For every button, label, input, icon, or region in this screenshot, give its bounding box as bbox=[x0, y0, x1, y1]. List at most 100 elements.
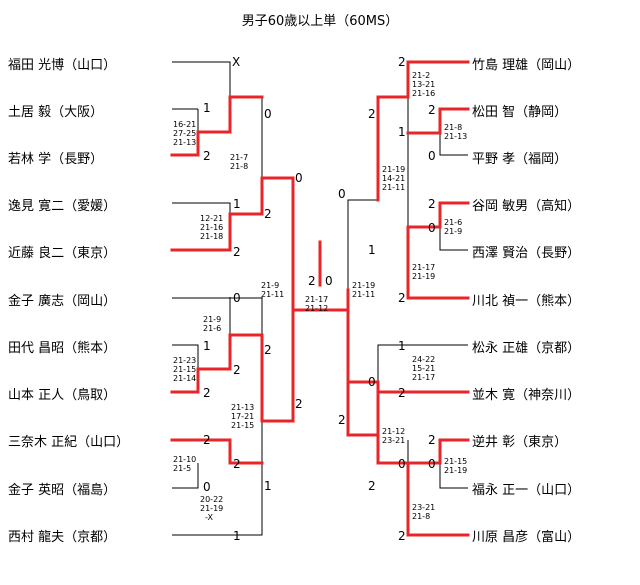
result-sf-left-top: 0 bbox=[295, 171, 303, 185]
player-right-1: 竹島 理雄（岡山） bbox=[472, 58, 581, 73]
svg-text:21-13: 21-13 bbox=[444, 132, 467, 141]
result-fukuda: X bbox=[232, 55, 240, 69]
svg-text:21-19: 21-19 bbox=[412, 272, 435, 281]
result-qf-left-b-top: 2 bbox=[233, 363, 241, 377]
svg-text:21-5: 21-5 bbox=[173, 464, 191, 473]
svg-text:21-2: 21-2 bbox=[412, 71, 430, 80]
svg-text:21-15: 21-15 bbox=[444, 457, 467, 466]
result-doi: 1 bbox=[203, 101, 211, 115]
score-tanioka-kawakita: 21-17 21-19 bbox=[412, 263, 435, 281]
score-doi-waka: 16-21 27-25 21-13 bbox=[173, 120, 196, 147]
result-namiki: 2 bbox=[398, 386, 406, 400]
svg-text:21-9: 21-9 bbox=[203, 315, 221, 324]
svg-text:21-16: 21-16 bbox=[412, 89, 435, 98]
player-left-11: 西村 龍夫（京都） bbox=[8, 530, 117, 545]
player-right-9: 逆井 彰（東京） bbox=[472, 435, 568, 450]
player-right-11: 川原 昌彦（富山） bbox=[472, 530, 581, 545]
player-left-8: 山本 正人（鳥取） bbox=[8, 388, 117, 403]
svg-text:15-21: 15-21 bbox=[412, 364, 435, 373]
score-matsunaga-namiki: 24-22 15-21 21-17 bbox=[412, 355, 435, 382]
result-qf-left-b-bot: 1 bbox=[264, 479, 272, 493]
svg-text:20-22: 20-22 bbox=[200, 495, 223, 504]
svg-text:21-17: 21-17 bbox=[305, 295, 328, 304]
player-right-8: 並木 寛（神奈川） bbox=[472, 388, 581, 403]
svg-text:21-8: 21-8 bbox=[444, 123, 462, 132]
result-nishimura: 1 bbox=[233, 529, 241, 543]
score-tashiro-yamamoto-b: 21-23 21-15 21-14 bbox=[173, 356, 196, 383]
result-final-right: 0 bbox=[325, 274, 333, 288]
result-matsuda: 2 bbox=[428, 103, 436, 117]
result-kawakita: 2 bbox=[398, 291, 406, 305]
svg-text:21-13: 21-13 bbox=[173, 138, 196, 147]
player-right-6: 川北 禎一（熊本） bbox=[472, 294, 581, 309]
result-tanioka: 2 bbox=[428, 197, 436, 211]
svg-text:21-17: 21-17 bbox=[412, 263, 435, 272]
player-right-4: 谷岡 敏男（高知） bbox=[472, 199, 581, 214]
result-kawahara: 2 bbox=[398, 529, 406, 543]
svg-text:21-19: 21-19 bbox=[352, 281, 375, 290]
svg-text:21-12: 21-12 bbox=[382, 427, 405, 436]
result-hirano: 0 bbox=[428, 149, 436, 163]
player-right-2: 松田 智（静岡） bbox=[472, 105, 568, 120]
result-tashiro: 1 bbox=[203, 339, 211, 353]
player-left-9: 三奈木 正紀（山口） bbox=[8, 435, 130, 450]
result-qf-right-b-top: 0 bbox=[368, 375, 376, 389]
score-minagi-kaneko: 21-10 21-5 bbox=[173, 455, 196, 473]
svg-text:21-16: 21-16 bbox=[200, 223, 223, 232]
svg-text:13-21: 13-21 bbox=[412, 80, 435, 89]
result-wakabayashi: 2 bbox=[203, 149, 211, 163]
result-sakai: 2 bbox=[428, 433, 436, 447]
svg-text:21-17: 21-17 bbox=[412, 373, 435, 382]
score-qf-right-b: 21-12 23-21 bbox=[382, 427, 405, 445]
result-sf-right-bot: 2 bbox=[338, 413, 346, 427]
result-qf-right-b-mid: 2 bbox=[368, 479, 376, 493]
svg-text:21-11: 21-11 bbox=[352, 290, 375, 299]
right-lines-winners bbox=[346, 60, 470, 537]
svg-text:23-21: 23-21 bbox=[382, 436, 405, 445]
svg-text:21-11: 21-11 bbox=[382, 183, 405, 192]
result-qf-left-a-top: 0 bbox=[264, 107, 272, 121]
result-matsunaga: 1 bbox=[398, 339, 406, 353]
result-itsumi: 1 bbox=[233, 197, 241, 211]
svg-text:21-11: 21-11 bbox=[261, 290, 284, 299]
result-sf-left-bot: 2 bbox=[295, 397, 303, 411]
svg-text:21-19: 21-19 bbox=[200, 504, 223, 513]
result-takeshima: 2 bbox=[398, 55, 406, 69]
score-sf-left: 21-9 21-11 bbox=[261, 281, 284, 299]
player-left-4: 逸見 寛二（愛媛） bbox=[8, 199, 117, 214]
svg-text:23-21: 23-21 bbox=[412, 503, 435, 512]
bracket-title: 男子60歳以上単（60MS） bbox=[241, 14, 399, 29]
svg-text:21-10: 21-10 bbox=[173, 455, 196, 464]
player-left-7: 田代 昌昭（熊本） bbox=[8, 341, 117, 356]
score-final: 21-17 21-12 bbox=[305, 295, 328, 313]
svg-text:21-8: 21-8 bbox=[412, 512, 430, 521]
result-matsuda-r2: 1 bbox=[398, 125, 406, 139]
score-matsuda-hirano: 21-8 21-13 bbox=[444, 123, 467, 141]
svg-text:17-21: 17-21 bbox=[231, 412, 254, 421]
score-tashiro-yamamoto-a: 21-9 21-6 bbox=[203, 315, 221, 333]
svg-text:16-21: 16-21 bbox=[173, 120, 196, 129]
player-left-6: 金子 廣志（岡山） bbox=[8, 294, 117, 309]
result-kondo: 2 bbox=[233, 245, 241, 259]
svg-text:21-7: 21-7 bbox=[230, 153, 248, 162]
svg-text:21-15: 21-15 bbox=[231, 421, 254, 430]
svg-text:21-9: 21-9 bbox=[444, 227, 462, 236]
result-fukunaga: 0 bbox=[428, 457, 436, 471]
svg-text:21-15: 21-15 bbox=[173, 365, 196, 374]
svg-text:21-8: 21-8 bbox=[230, 162, 248, 171]
result-qf-left-b-mid: 2 bbox=[264, 343, 272, 357]
player-left-5: 近藤 良二（東京） bbox=[8, 246, 117, 261]
svg-text:21-14: 21-14 bbox=[173, 374, 196, 383]
result-qf-right-a-bot: 1 bbox=[368, 243, 376, 257]
player-left-10: 金子 英昭（福島） bbox=[8, 483, 117, 498]
score-tanioka-nishizawa: 21-6 21-9 bbox=[444, 218, 462, 236]
svg-text:24-22: 24-22 bbox=[412, 355, 435, 364]
svg-text:21-6: 21-6 bbox=[444, 218, 462, 227]
score-takeshima: 21-2 13-21 21-16 bbox=[412, 71, 435, 98]
svg-text:27-25: 27-25 bbox=[173, 129, 196, 138]
result-minagi: 2 bbox=[203, 433, 211, 447]
svg-text:21-19: 21-19 bbox=[382, 165, 405, 174]
player-left-2: 土居 毅（大阪） bbox=[8, 105, 104, 120]
score-kaneko-nishimura: 20-22 21-19 -X bbox=[200, 495, 223, 522]
